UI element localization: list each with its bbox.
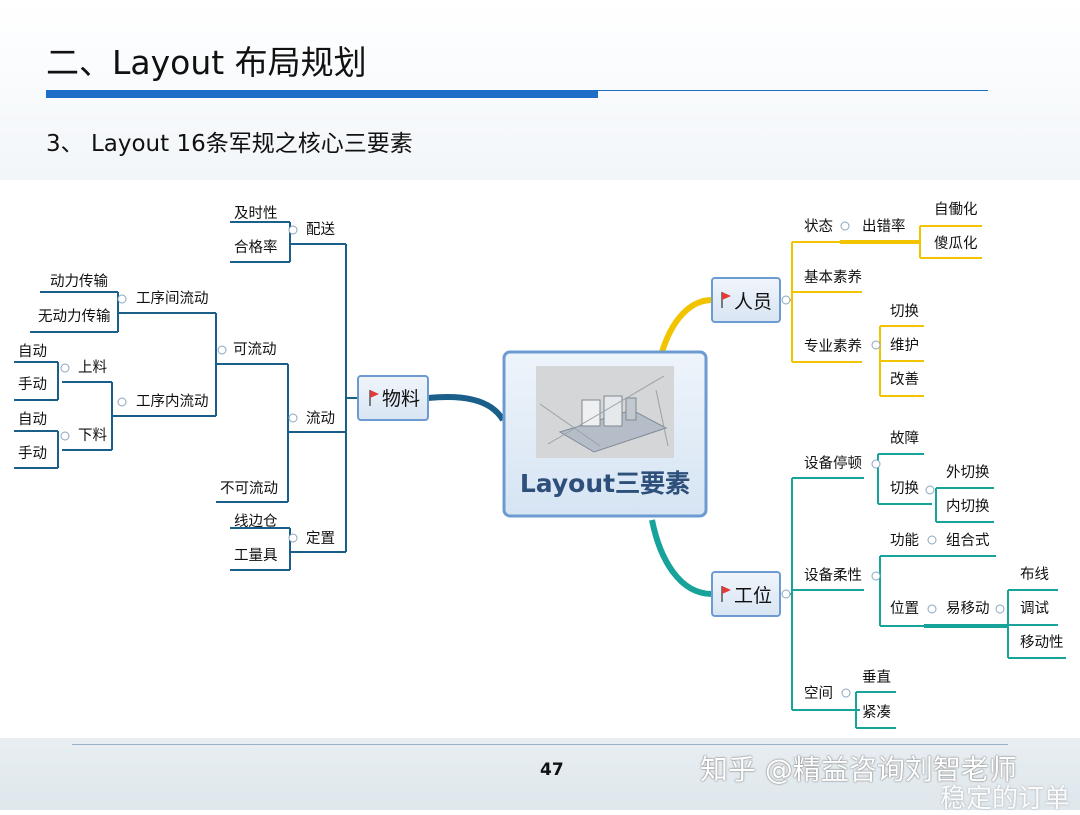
material-branch-lines [14,221,506,571]
node-basic-quality: 基本素养 [804,269,862,286]
node-status: 状态 [804,218,833,235]
node-unpowered-transfer: 无动力传输 [38,308,111,325]
footer-divider [72,744,1008,745]
material-subtopics: 及时性 合格率 配送 线边仓 工量具 定置 流动 可流动 不可流动 工序间流动 … [18,205,335,564]
watermark: 知乎 @精益咨询刘智老师 [700,753,1017,786]
node-loading: 上料 [78,359,107,376]
node-compact: 紧凑 [862,704,891,721]
node-equipment-stoppage: 设备停顿 [804,455,862,472]
node-error-rate: 出错率 [862,218,906,235]
flag-icon [721,292,731,308]
node-equipment-flexibility: 设备柔性 [804,567,862,584]
node-modular: 组合式 [946,532,990,549]
flag-icon [369,390,379,406]
watermark-overlay: 稳定的订单 [940,784,1071,814]
page-number: 47 [540,760,564,780]
node-non-flowable: 不可流动 [220,480,278,497]
node-vertical: 垂直 [862,669,891,686]
node-mobility: 移动性 [1020,634,1064,651]
node-flowable: 可流动 [233,341,277,358]
node-function: 功能 [890,532,919,549]
people-branch-lines [659,225,982,397]
node-space: 空间 [804,685,833,702]
node-powered-transfer: 动力传输 [50,273,108,290]
title-underline-thin [598,90,988,91]
title-underline-thick [46,90,598,98]
central-node[interactable]: Layout三要素 [502,350,708,518]
station-subtopics: 设备停顿 故障 切换 外切换 内切换 设备柔性 功能 组合式 位置 易移动 布线… [804,429,1064,721]
node-intra-process-flow: 工序内流动 [136,393,209,410]
node-switch: 切换 [890,480,919,497]
node-unloading-auto: 自动 [18,411,47,428]
node-wiring: 布线 [1020,566,1049,583]
slide-subtitle: 3、 Layout 16条军规之核心三要素 [46,131,413,157]
node-unloading-manual: 手动 [18,445,47,462]
node-fault: 故障 [890,429,919,447]
collapse-markers [60,221,1005,698]
node-position: 位置 [890,600,919,617]
central-topic-label: Layout三要素 [520,469,690,498]
station-branch-lines [649,453,1066,729]
node-professional-quality: 专业素养 [804,338,862,355]
node-inter-process-flow: 工序间流动 [136,290,209,307]
node-easy-move: 易移动 [946,600,990,617]
node-external-switch: 外切换 [946,464,990,481]
node-loading-manual: 手动 [18,376,47,393]
node-timeliness: 及时性 [234,205,278,222]
node-changeover: 切换 [890,303,919,320]
node-maintenance: 维护 [890,337,919,354]
node-positioning: 定置 [306,530,335,547]
node-delivery: 配送 [306,221,335,238]
node-internal-switch: 内切换 [946,498,990,515]
node-tools-gauges: 工量具 [234,548,278,564]
node-improvement: 改善 [890,371,919,388]
layout-3d-image [536,366,674,458]
slide-title: 二、Layout 布局规划 [46,43,367,82]
topic-station[interactable]: 工位 [711,571,781,617]
topic-material[interactable]: 物料 [357,375,429,421]
footer-background [0,738,1080,810]
node-autonomation: 自働化 [934,201,978,218]
topic-station-label: 工位 [734,585,772,607]
node-flow: 流动 [306,410,335,427]
node-loading-auto: 自动 [18,343,47,360]
node-debugging: 调试 [1020,600,1049,617]
topic-material-label: 物料 [382,388,420,410]
topic-people[interactable]: 人员 [711,277,781,323]
node-line-side-store: 线边仓 [234,513,278,530]
node-unloading: 下料 [78,427,107,444]
flag-icon [721,586,731,602]
node-pass-rate: 合格率 [234,239,278,256]
node-foolproof: 傻瓜化 [934,235,978,252]
people-subtopics: 状态 出错率 自働化 傻瓜化 基本素养 专业素养 切换 维护 改善 [804,201,978,388]
topic-people-label: 人员 [734,291,772,313]
